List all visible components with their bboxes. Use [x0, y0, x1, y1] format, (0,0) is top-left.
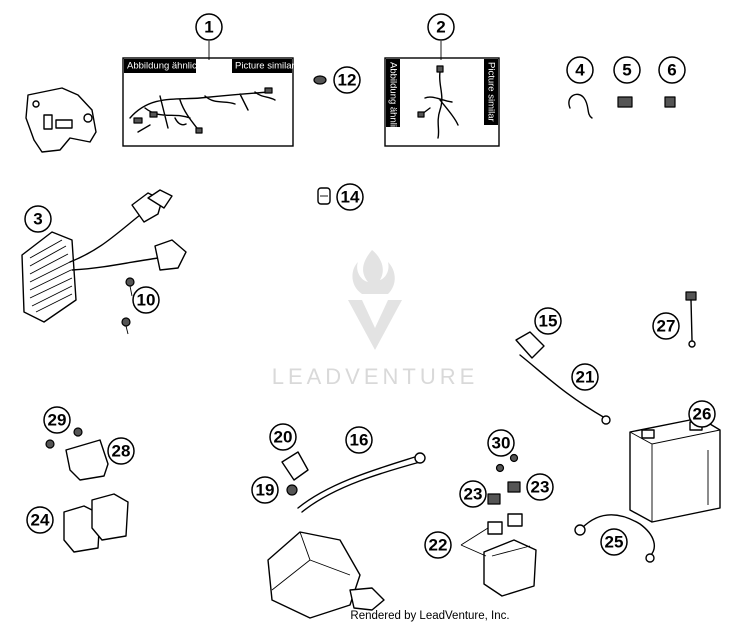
svg-text:25: 25 — [605, 533, 624, 552]
fuse-23-right — [507, 481, 521, 493]
footer-credit: Rendered by LeadVenture, Inc. — [350, 610, 509, 622]
callout-22: 22 — [424, 531, 452, 559]
svg-text:24: 24 — [31, 511, 50, 530]
callout-23-right: 23 — [526, 473, 554, 501]
svg-text:22: 22 — [429, 536, 448, 555]
screw-10 — [121, 277, 135, 335]
callout-14: 14 — [336, 183, 364, 211]
cover-28 — [65, 439, 109, 481]
svg-text:30: 30 — [492, 434, 511, 453]
callout-12: 12 — [333, 66, 361, 94]
watermark: LEADVENTURE — [272, 250, 479, 389]
callout-25: 25 — [600, 528, 628, 556]
mounting-bracket — [25, 87, 97, 153]
callout-5: 5 — [613, 56, 641, 84]
svg-text:2: 2 — [436, 18, 445, 37]
callout-29: 29 — [43, 406, 71, 434]
callout-1: 1 — [195, 13, 223, 41]
starter-relay-22 — [483, 513, 537, 597]
svg-text:21: 21 — [576, 368, 595, 387]
callout-3: 3 — [24, 205, 52, 233]
screw-29 — [45, 427, 83, 449]
callout-2: 2 — [427, 13, 455, 41]
clip-5 — [617, 96, 633, 108]
svg-text:19: 19 — [256, 481, 275, 500]
ground-cable-25 — [574, 514, 656, 563]
svg-text:16: 16 — [350, 431, 369, 450]
svg-text:20: 20 — [274, 428, 293, 447]
battery-26 — [629, 417, 721, 523]
box2-right-title: Picture similar — [486, 62, 497, 122]
svg-text:26: 26 — [693, 405, 712, 424]
cable-tie-4 — [568, 93, 593, 119]
svg-text:3: 3 — [33, 210, 42, 229]
svg-text:27: 27 — [657, 317, 676, 336]
box1-right-title: Picture similar — [235, 61, 295, 72]
terminal-cap-15 — [515, 331, 545, 359]
starter-cable-16 — [297, 452, 426, 513]
starter-motor — [267, 531, 385, 619]
svg-text:5: 5 — [622, 61, 631, 80]
svg-text:4: 4 — [575, 61, 585, 80]
svg-text:1: 1 — [204, 18, 213, 37]
callout-20: 20 — [269, 423, 297, 451]
callout-23-left: 23 — [459, 480, 487, 508]
box2-left-title: Abbildung ähnlich — [388, 62, 399, 137]
svg-text:12: 12 — [338, 71, 357, 90]
svg-text:29: 29 — [48, 411, 67, 430]
callout-28: 28 — [107, 437, 135, 465]
callout-10: 10 — [132, 286, 160, 314]
callout-27: 27 — [652, 312, 680, 340]
wiring-harness-box-1: Abbildung ähnlich Picture similar — [122, 57, 295, 147]
callout-19: 19 — [251, 476, 279, 504]
nut-19 — [286, 484, 298, 496]
callout-24: 24 — [26, 506, 54, 534]
voltage-regulator — [21, 189, 187, 323]
connector-14 — [317, 187, 331, 205]
svg-text:15: 15 — [539, 312, 558, 331]
fuse-23-left — [487, 493, 501, 505]
callout-15: 15 — [534, 307, 562, 335]
fuse-27 — [685, 291, 697, 348]
clip-6 — [664, 96, 676, 108]
callout-26: 26 — [688, 400, 716, 428]
battery-cable-21 — [519, 354, 611, 425]
callouts: 1 2 3 4 5 6 10 12 14 15 16 19 20 21 22 2… — [24, 13, 716, 559]
svg-text:28: 28 — [112, 442, 131, 461]
relay-24 — [63, 493, 129, 553]
callout-21: 21 — [571, 363, 599, 391]
svg-text:23: 23 — [531, 478, 550, 497]
grommet-12 — [313, 75, 327, 85]
watermark-text: LEADVENTURE — [272, 364, 479, 389]
callout-4: 4 — [566, 56, 594, 84]
svg-text:23: 23 — [464, 485, 483, 504]
leadventure-logo — [348, 250, 402, 350]
wiring-harness-box-2: Abbildung ähnlich Picture similar — [384, 57, 500, 147]
callout-6: 6 — [658, 56, 686, 84]
callout-leaders — [208, 41, 489, 557]
screw-30 — [495, 453, 519, 473]
svg-text:10: 10 — [137, 291, 156, 310]
svg-text:14: 14 — [341, 188, 360, 207]
cap-20 — [281, 451, 309, 481]
box1-left-title: Abbildung ähnlich — [127, 61, 202, 72]
svg-text:6: 6 — [667, 61, 676, 80]
callout-16: 16 — [345, 426, 373, 454]
callout-30: 30 — [487, 429, 515, 457]
